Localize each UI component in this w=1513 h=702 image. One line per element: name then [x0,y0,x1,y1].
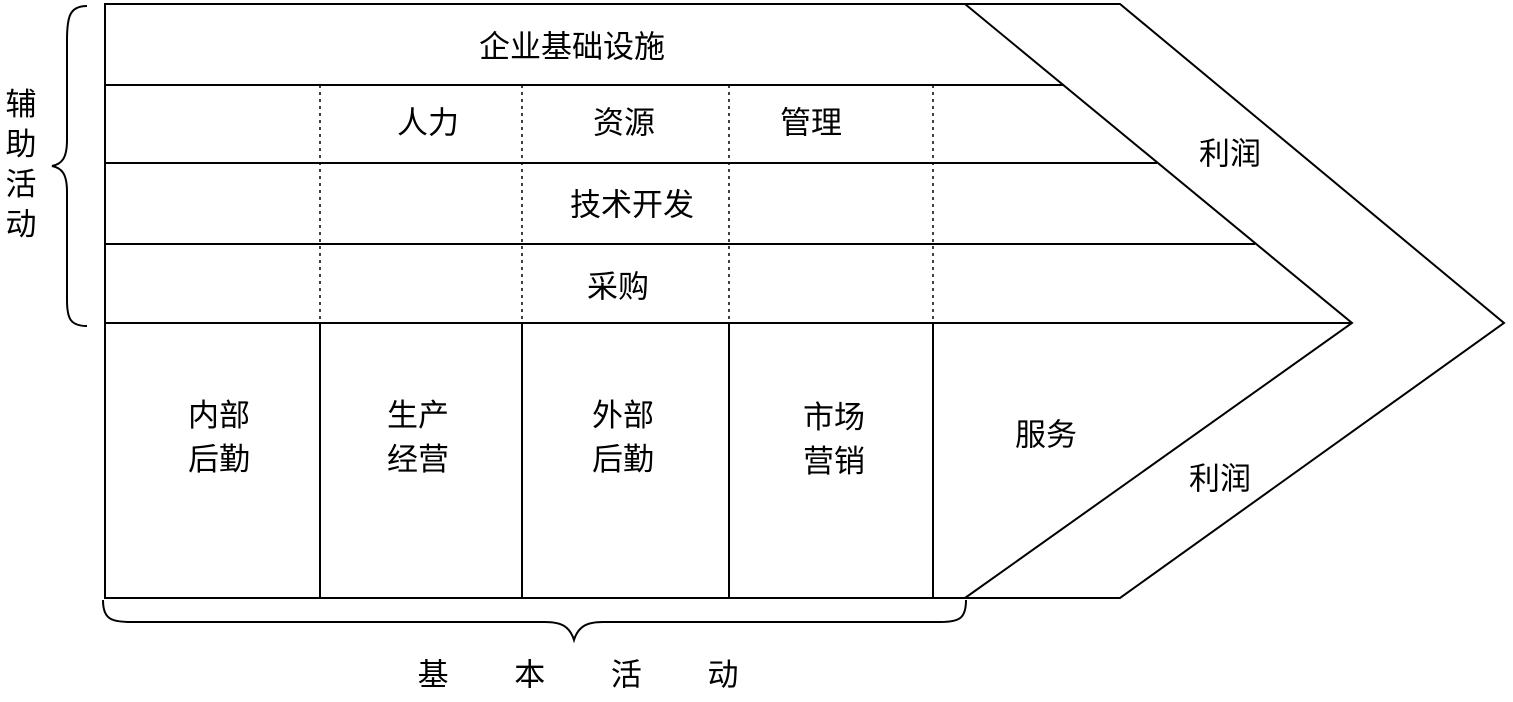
value-chain-outline [104,3,1506,599]
primary-activity-marketing-sales: 市场 营销 [794,396,874,484]
primary-activity-line: 后勤 [592,442,654,478]
primary-activity-line: 营销 [803,444,865,480]
technology-development-label: 技术开发 [570,187,694,224]
primary-activity-inbound-logistics: 内部 后勤 [179,394,259,482]
primary-activity-line: 后勤 [188,442,250,478]
primary-activity-line: 经营 [387,442,449,478]
margin-label-upper: 利润 [1199,136,1261,173]
margin-label-lower: 利润 [1189,461,1251,498]
primary-activity-line: 外部 [592,398,654,434]
primary-activity-line: 内部 [188,398,250,434]
hr-label-part-2: 资源 [593,105,655,142]
primary-activities-brace [102,599,967,644]
support-activities-brace [51,5,88,327]
primary-activities-label: 基 本 活 动 [417,657,767,694]
firm-infrastructure-label: 企业基础设施 [479,29,665,66]
primary-activity-service: 服务 [1015,417,1077,454]
support-activities-label: 辅助活动 [5,87,37,243]
primary-activity-line: 生产 [387,398,449,434]
hr-label-part-3: 管理 [780,105,842,142]
primary-activity-operations: 生产 经营 [378,394,458,482]
hr-label-part-1: 人力 [397,105,459,142]
primary-activity-line: 市场 [803,400,865,436]
procurement-label: 采购 [587,269,649,306]
margin-inner-boundary [964,3,1354,599]
primary-activity-outbound-logistics: 外部 后勤 [583,394,663,482]
